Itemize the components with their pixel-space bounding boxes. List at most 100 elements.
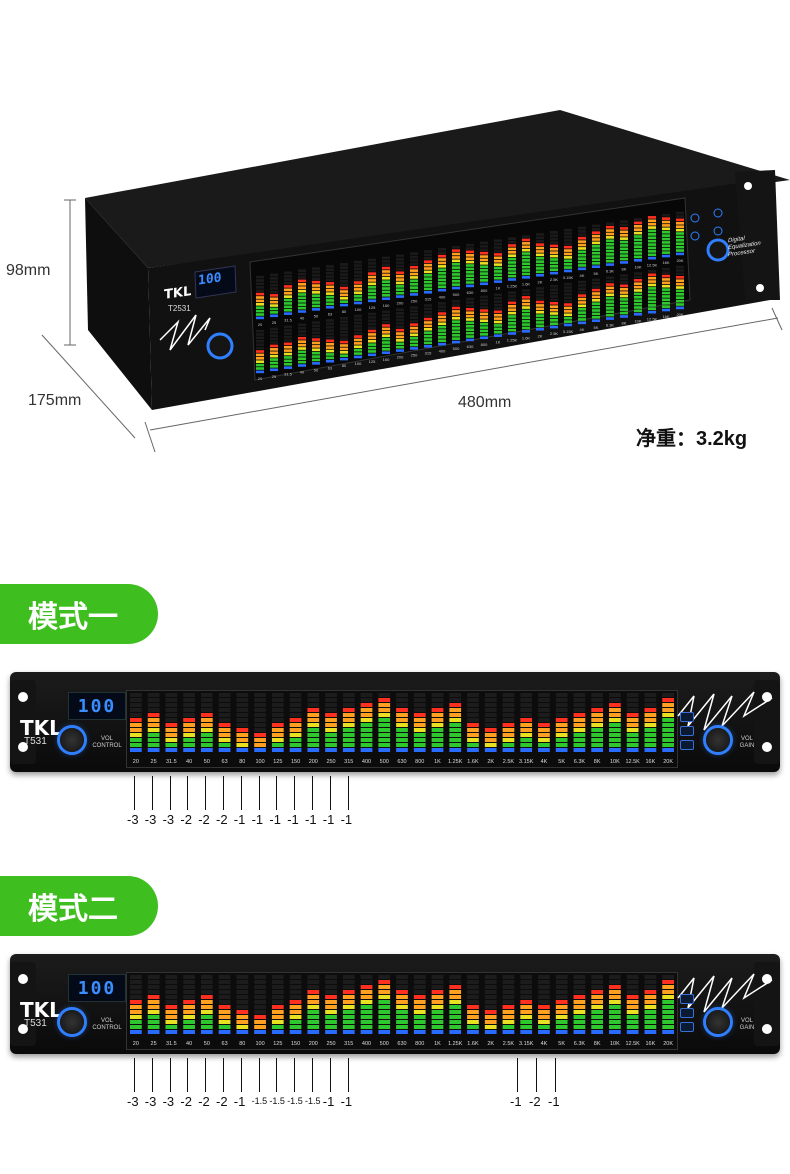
mode1-vol-gain-knob[interactable] [706, 728, 730, 752]
band-label: 63 [222, 1041, 228, 1047]
eq-bar-segment-3d [480, 333, 488, 336]
eq-bar-segment [200, 748, 213, 752]
eq-bar-segment [254, 713, 266, 717]
band-label-3d: 63 [328, 365, 333, 370]
band-label-3d: 2K [538, 279, 543, 284]
eq-bar-segment-3d [270, 358, 278, 361]
eq-bar-segment [431, 995, 444, 999]
eq-bar-segment [183, 995, 195, 999]
eq-bar-segment-3d [396, 264, 404, 268]
mode2-button-3[interactable] [680, 1022, 694, 1032]
setting-value: -2 [216, 1094, 228, 1109]
eq-bar-segment [147, 708, 160, 712]
band-label: 40 [186, 1041, 192, 1047]
eq-bar-segment [555, 723, 568, 727]
eq-bar-segment-3d [312, 274, 320, 277]
eq-bar-segment [555, 985, 568, 989]
mode1-button-2[interactable] [680, 726, 694, 736]
eq-bar-segment [555, 980, 568, 984]
eq-bar-segment-3d [452, 340, 460, 344]
eq-bar-segment-3d [438, 288, 446, 292]
eq-bar-segment [609, 1010, 621, 1014]
eq-bar-segment-3d [480, 279, 488, 282]
eq-bar-segment-3d [536, 250, 544, 253]
eq-bar-segment-3d [368, 339, 376, 343]
eq-bar-segment-3d [382, 348, 390, 351]
mode1-vol-gain-label: VOL GAIN [736, 736, 758, 750]
eq-bar-segment-3d [326, 295, 334, 299]
band-label: 4K [541, 1041, 548, 1047]
eq-bar-segment-3d [662, 251, 670, 254]
eq-bar-segment [236, 1005, 249, 1009]
eq-bar-segment [626, 1005, 639, 1009]
eq-bar-segment-3d [648, 216, 656, 219]
mode2-vol-gain-knob[interactable] [706, 1010, 730, 1034]
eq-bar-segment-3d [634, 285, 642, 289]
eq-bar-segment-3d [578, 267, 586, 271]
band-label-3d: 315 [425, 296, 432, 301]
eq-bar-segment [342, 985, 355, 989]
label-vol-gain-top: VOL [740, 1018, 753, 1024]
eq-bar-segment-3d [396, 261, 404, 264]
eq-bar-segment-3d [578, 280, 586, 284]
eq-bar-segment [573, 995, 586, 999]
eq-bar-segment-3d [620, 247, 628, 251]
eq-bar-segment-3d [298, 357, 306, 360]
eq-bar-segment [396, 723, 408, 727]
eq-bar-segment [449, 738, 462, 742]
eq-bar-segment [325, 748, 337, 752]
eq-bar-segment-3d [410, 306, 418, 309]
eq-bar-segment-3d [368, 316, 376, 319]
eq-bar-segment [609, 703, 621, 707]
setting-tick [294, 776, 296, 810]
eq-bar-segment [218, 980, 231, 984]
eq-bar-segment-3d [480, 265, 488, 269]
eq-bar-segment [413, 693, 426, 697]
setting-value: -1.5 [269, 1096, 285, 1106]
eq-bar-segment [147, 738, 160, 742]
eq-bar-segment [520, 743, 533, 747]
eq-bar-segment [431, 743, 444, 747]
eq-bar-segment-3d [494, 249, 502, 253]
eq-bar-segment-3d [480, 312, 488, 316]
eq-bar-segment-3d [592, 312, 600, 316]
mode2-button-2[interactable] [680, 1008, 694, 1018]
eq-bar-segment [467, 743, 479, 747]
eq-bar-segment-3d [452, 333, 460, 337]
eq-bar-segment [573, 1000, 586, 1004]
eq-bar-segment-3d [256, 363, 264, 367]
eq-bar-segment-3d [298, 310, 306, 313]
eq-bar-segment-3d [298, 333, 306, 337]
mode2-button-1[interactable] [680, 994, 694, 1004]
eq-bar-segment [449, 1015, 462, 1019]
eq-bar-segment-3d [354, 284, 362, 288]
eq-bar-segment [484, 713, 497, 717]
eq-bar-segment [609, 1030, 621, 1034]
eq-bar-segment [325, 990, 337, 994]
mode1-button-1[interactable] [680, 712, 694, 722]
mode1-button-3[interactable] [680, 740, 694, 750]
mode1-vol-control-knob[interactable] [60, 728, 84, 752]
eq-bar-segment-3d [606, 290, 614, 293]
eq-bar-segment [449, 995, 462, 999]
eq-bar-segment-3d [564, 286, 572, 289]
eq-bar-segment-3d [256, 292, 264, 296]
eq-bar-segment [307, 1000, 320, 1004]
eq-bar-segment [183, 748, 195, 752]
eq-bar-segment [431, 738, 444, 742]
eq-bar-segment-3d [550, 265, 558, 268]
mode2-vol-control-knob[interactable] [60, 1010, 84, 1034]
eq-bar-segment-3d [606, 307, 614, 310]
eq-bar-segment-3d [662, 291, 670, 295]
eq-bar-segment-3d [508, 332, 516, 335]
eq-bar-segment-3d [620, 274, 628, 277]
band-label-3d: 1K [496, 286, 501, 291]
eq-bar-segment-3d [578, 247, 586, 250]
eq-bar-segment-3d [550, 248, 558, 251]
eq-bar-segment-3d [452, 273, 460, 276]
eq-bar-segment [307, 1010, 320, 1014]
eq-bar-segment [183, 990, 195, 994]
eq-bar-segment-3d [312, 358, 320, 362]
eq-bar-segment [236, 1025, 249, 1029]
eq-bar-segment [396, 1025, 408, 1029]
